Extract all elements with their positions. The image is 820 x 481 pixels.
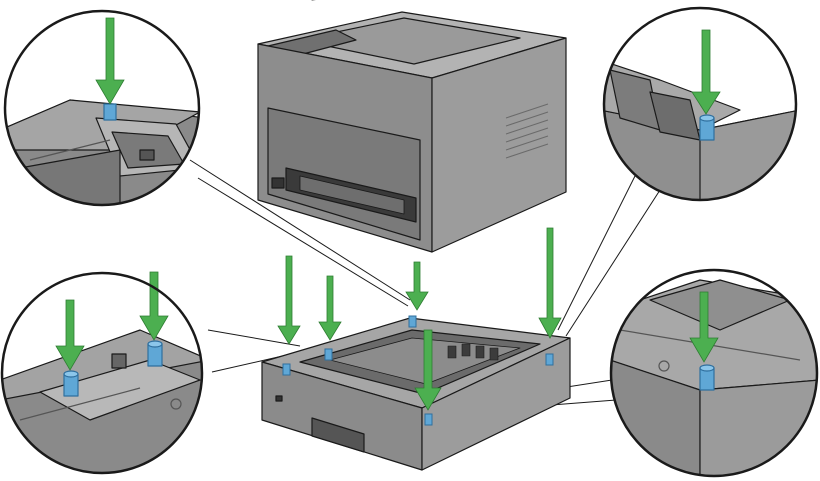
callout-top-left bbox=[3, 9, 201, 207]
tray-pins bbox=[282, 315, 554, 426]
pin bbox=[545, 353, 554, 366]
leader-lines bbox=[189, 159, 661, 415]
insertion-arrows bbox=[277, 227, 562, 411]
arrow-down bbox=[277, 255, 301, 345]
arrow-down bbox=[405, 261, 429, 311]
callout-bottom-right bbox=[609, 268, 819, 478]
arrow-down bbox=[55, 299, 85, 371]
callout-bottom-left bbox=[0, 271, 204, 475]
printer-side bbox=[431, 37, 567, 253]
arrow-down bbox=[414, 329, 442, 411]
arrow-down bbox=[538, 227, 562, 339]
pin bbox=[424, 413, 433, 426]
arrow-down bbox=[691, 29, 721, 115]
tray-side bbox=[421, 337, 571, 471]
callout-top-right bbox=[602, 6, 798, 202]
tray-handle bbox=[311, 417, 365, 453]
arrow-down bbox=[95, 17, 125, 105]
pin bbox=[324, 348, 333, 361]
printer-output-area bbox=[297, 17, 521, 65]
printer bbox=[257, 0, 567, 253]
tray-module bbox=[261, 317, 571, 471]
arrow-down bbox=[689, 291, 719, 363]
arrow-down bbox=[318, 275, 342, 341]
pin bbox=[103, 103, 117, 121]
pin bbox=[282, 363, 291, 376]
pin bbox=[408, 315, 417, 328]
arrow-down bbox=[139, 271, 169, 341]
